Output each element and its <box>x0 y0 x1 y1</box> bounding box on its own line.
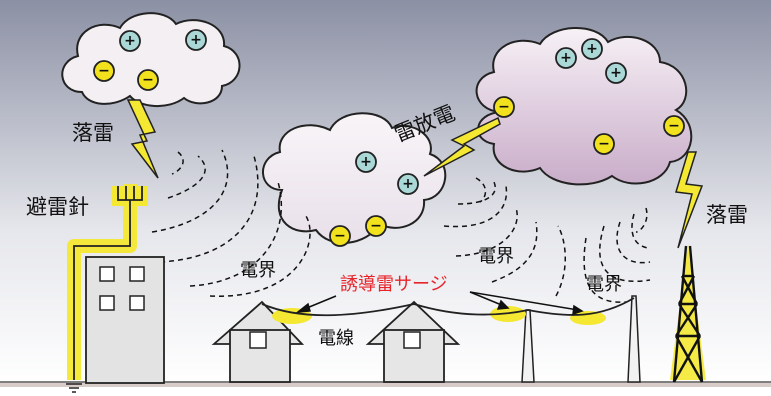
svg-text:−: − <box>370 218 382 234</box>
label-induced-surge: 誘導雷サージ <box>340 274 448 295</box>
charge-signs: + + − − + + − − + + + − − − <box>98 32 680 244</box>
svg-text:+: + <box>586 41 598 57</box>
label-lightning-strike-left: 落雷 <box>72 121 114 145</box>
house-left <box>211 300 305 383</box>
lightning-bolt-right <box>675 151 704 249</box>
positive-charge <box>119 30 141 52</box>
power-line <box>261 297 635 317</box>
utility-pole-2 <box>627 295 641 383</box>
svg-text:−: − <box>668 118 680 134</box>
positive-charge <box>605 62 627 84</box>
svg-text:+: + <box>124 33 136 49</box>
svg-text:+: + <box>360 154 372 170</box>
positive-charge <box>581 38 603 60</box>
negative-charge <box>137 69 159 91</box>
negative-charge <box>365 215 387 237</box>
positive-charge <box>555 47 577 69</box>
electric-field-lines <box>151 149 651 303</box>
svg-text:−: − <box>98 63 110 79</box>
negative-charge <box>93 60 115 82</box>
svg-text:−: − <box>498 99 510 115</box>
lightning-bolt-left <box>126 99 159 179</box>
house-right <box>365 300 461 383</box>
negative-charge <box>329 225 351 247</box>
svg-text:+: + <box>610 65 622 81</box>
label-electric-field-2: 電界 <box>478 246 514 267</box>
label-electric-field-1: 電界 <box>240 260 276 281</box>
svg-text:−: − <box>598 136 610 152</box>
transmission-tower <box>672 245 704 383</box>
positive-charge <box>185 29 207 51</box>
charges <box>93 29 685 247</box>
svg-text:+: + <box>402 176 414 192</box>
cloud-middle <box>262 112 447 244</box>
svg-text:−: − <box>142 72 154 88</box>
svg-text:+: + <box>190 32 202 48</box>
positive-charge <box>355 151 377 173</box>
negative-charge <box>593 133 615 155</box>
surge-arrows <box>295 291 584 316</box>
svg-text:+: + <box>560 50 572 66</box>
label-electric-field-3: 電界 <box>586 274 622 295</box>
svg-text:−: − <box>334 228 346 244</box>
ground-symbol <box>66 383 82 393</box>
positive-charge <box>397 173 419 195</box>
label-lightning-strike-right: 落雷 <box>706 203 748 227</box>
surge-glow-tower <box>670 244 706 380</box>
cloud-right <box>475 27 693 186</box>
negative-charge <box>493 96 515 118</box>
label-lightning-rod: 避雷針 <box>26 195 89 219</box>
building <box>85 256 165 384</box>
negative-charge <box>663 115 685 137</box>
lightning-rod <box>73 186 143 380</box>
label-power-line: 電線 <box>318 328 354 349</box>
lightning-bolt-cloud <box>423 116 501 177</box>
